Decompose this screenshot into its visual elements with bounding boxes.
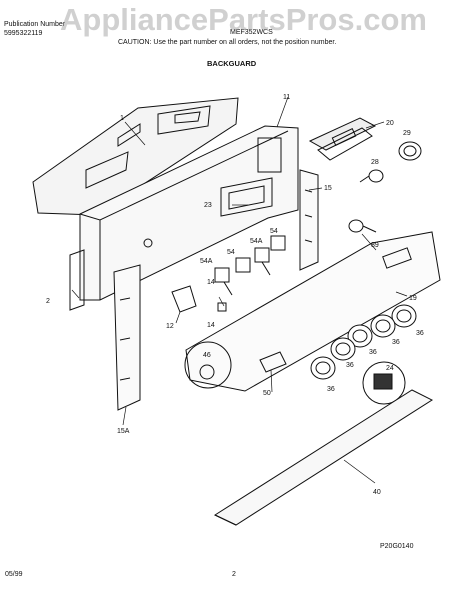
switch-54a-b-part <box>214 267 230 283</box>
switch-54-b-part <box>235 257 251 273</box>
callout-28: 28 <box>371 159 379 166</box>
knob-36-c-part <box>347 324 373 348</box>
screw-89-part <box>348 219 364 233</box>
footer-date: 05/99 <box>5 571 23 578</box>
caution-note: CAUTION: Use the part number on all orde… <box>118 39 337 46</box>
model-number: MEF352WCS <box>230 29 273 36</box>
watermark-logo: AppliancePartsPros.com <box>60 2 427 37</box>
callout-54: 54 <box>270 228 278 235</box>
callout-40: 40 <box>373 489 381 496</box>
section-title: BACKGUARD <box>207 59 257 68</box>
knob-29-part <box>398 141 422 161</box>
left-side-bracket-part <box>69 249 85 311</box>
callout-36-a: 36 <box>416 330 424 337</box>
page-number: 2 <box>232 571 236 578</box>
pushbutton-28-part <box>368 169 384 183</box>
backguard-frame-part <box>79 125 299 301</box>
knob-36-a-part <box>391 304 417 328</box>
left-end-cap-part <box>113 264 141 411</box>
publication-number: 5995322119 <box>4 30 43 37</box>
callout-54a: 54A <box>250 238 263 245</box>
callout-24: 24 <box>386 365 394 372</box>
knob-36-e-part <box>310 356 336 380</box>
callout-29: 29 <box>403 130 411 137</box>
clock-module-part <box>308 117 377 151</box>
callout-36-b: 36 <box>392 339 400 346</box>
knob-36-b-part <box>370 314 396 338</box>
figure-code: P20G0140 <box>380 543 414 550</box>
callout-2: 2 <box>46 298 50 305</box>
switch-54a-part <box>254 247 270 263</box>
callout-54a-b: 54A <box>200 258 213 265</box>
callout-20: 20 <box>386 120 394 127</box>
callout-1: 1 <box>120 115 124 122</box>
callout-23: 23 <box>204 202 212 209</box>
switch-54-part <box>270 235 286 251</box>
callout-19: 19 <box>409 295 417 302</box>
switch-24-callout-circle <box>362 361 406 405</box>
callout-89: 89 <box>371 242 379 249</box>
back-panel-part <box>32 97 239 216</box>
callout-14-a: 14 <box>207 279 215 286</box>
callout-15a: 15A <box>117 428 130 435</box>
bracket-50-part <box>259 351 287 373</box>
lamp-14-part <box>217 302 227 312</box>
callout-14-b: 14 <box>207 322 215 329</box>
callout-11: 11 <box>283 94 290 101</box>
callout-36-e: 36 <box>327 386 335 393</box>
callout-54-b: 54 <box>227 249 235 256</box>
knob-46-callout-circle <box>184 341 232 389</box>
terminal-block-12-part <box>171 285 197 313</box>
callout-15: 15 <box>324 185 332 192</box>
callout-36-c: 36 <box>369 349 377 356</box>
trim-strip-part <box>213 389 434 526</box>
callout-50: 50 <box>263 390 271 397</box>
knob-36-d-part <box>330 337 356 361</box>
callout-36-d: 36 <box>346 362 354 369</box>
callout-46: 46 <box>203 352 211 359</box>
right-end-cap-part <box>299 169 319 271</box>
callout-12: 12 <box>166 323 174 330</box>
publication-label: Publication Number <box>4 21 66 28</box>
